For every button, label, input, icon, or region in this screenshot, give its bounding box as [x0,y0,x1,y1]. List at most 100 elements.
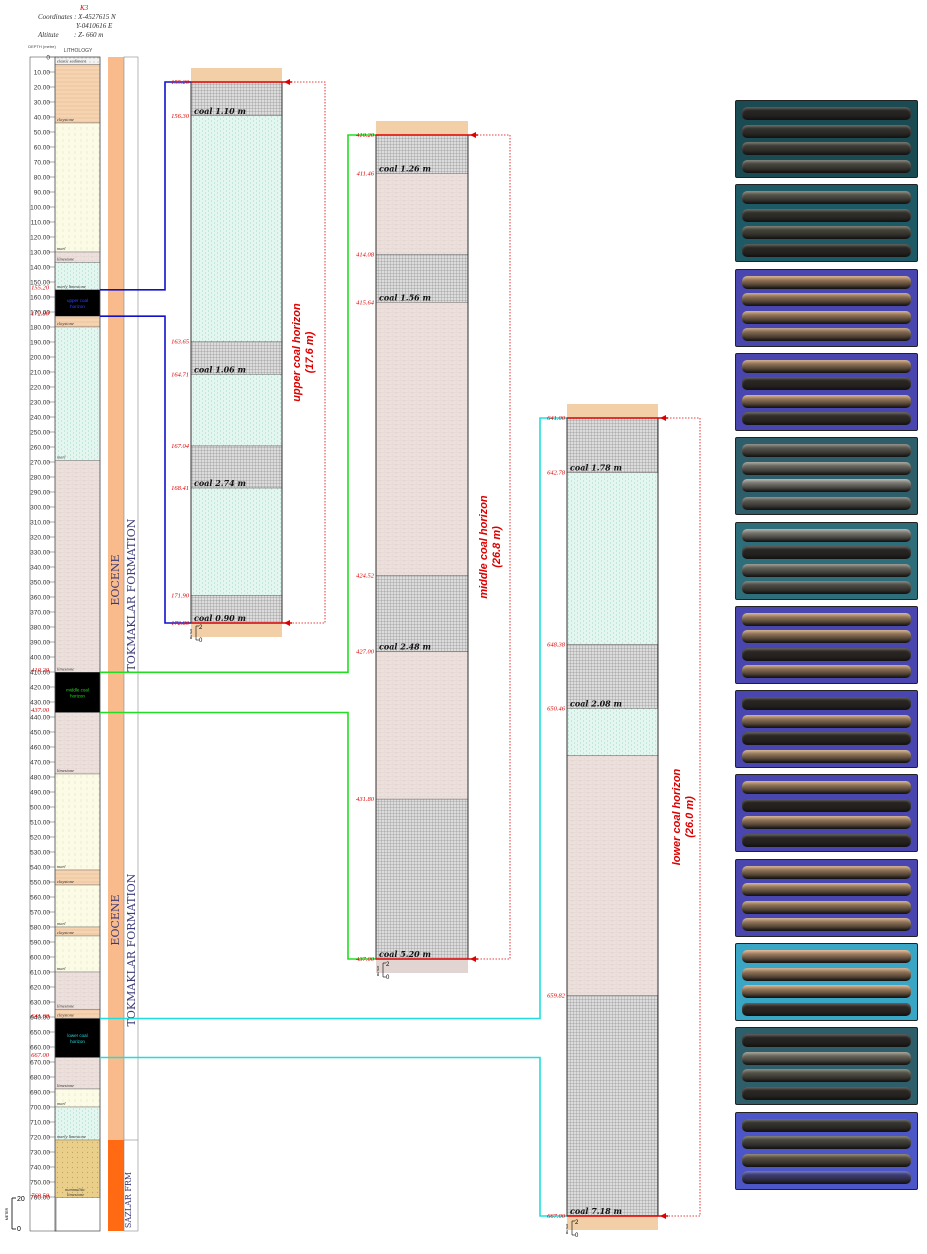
depth-tick-label: 10.00 [34,70,51,77]
coal-label: horizon [70,693,85,698]
lithology-label: marl [57,246,66,251]
detail-depth-label: 411.46 [357,171,375,178]
depth-tick-label: 360.00 [30,595,50,602]
scale-bar-unit: METER [5,1207,9,1220]
lithology-label: marl [57,455,66,460]
horizon-title: lower coal horizon [671,768,683,865]
detail-depth-label: 659.82 [547,993,566,1000]
detail-depth-label: 155.20 [171,79,190,86]
lithology-layer [54,712,101,775]
lithology-label: marl [57,966,66,971]
depth-tick-label: 310.00 [30,520,50,527]
boundary-depth-label: 410.20 [31,667,50,674]
scale-bar-top: 20 [17,1196,25,1203]
core-sample-row [742,359,911,373]
detail-depth-label: 642.78 [547,470,566,477]
lithology-layer [54,122,101,253]
detail-layer [375,575,469,652]
detail-layer [190,115,283,342]
core-sample-row [742,714,911,728]
detail-layer [566,417,659,473]
horizon-thickness: (17.6 m) [304,331,316,373]
depth-tick-label: 40.00 [34,115,51,122]
depth-tick-label: 680.00 [30,1075,50,1082]
core-sample-row [742,918,911,932]
core-photo [735,521,918,600]
detail-depth-label: 156.30 [171,113,190,120]
depth-tick-label: 250.00 [30,430,50,437]
depth-tick-label: 620.00 [30,985,50,992]
depth-header: DEPTH (metre) [28,44,56,49]
lithology-label: marly limestone [57,1134,86,1139]
detail-depth-label: 410.20 [356,132,375,139]
depth-tick-label: 280.00 [30,475,50,482]
lithology-layer [54,64,101,124]
arrow-head [470,956,476,962]
depth-tick-label: 20.00 [34,85,51,92]
lithology-label: limestone [57,666,74,671]
coal-thickness-label: coal 1.56 m [379,292,431,302]
depth-tick-label: 610.00 [30,970,50,977]
coordinates-east: Y-0410616 E [76,22,113,30]
scale-bar-bottom: 0 [17,1226,21,1233]
coal-thickness-label: coal 1.26 m [379,164,431,174]
core-sample-row [742,226,911,240]
horizon-connectors [100,81,567,1217]
lithology-label: marl [57,1101,66,1106]
detail-depth-label: 414.08 [356,251,375,258]
core-photo [735,1111,918,1190]
core-sample-row [742,1136,911,1150]
depth-tick-label: 60.00 [34,145,51,152]
depth-tick-label: 730.00 [30,1150,50,1157]
core-sample-row [742,833,911,847]
detail-layer [375,798,469,960]
core-sample-row [742,1118,911,1132]
connector-top [100,81,191,291]
depth-tick-label: 150.00 [30,280,50,287]
depth-tick-label: 420.00 [30,685,50,692]
detail-scale-top: 2 [199,625,203,631]
detail-layer [190,374,283,447]
eocene-label: EOCENE [109,894,122,945]
detail-layer [566,708,659,756]
coal-thickness-label: coal 0.90 m [194,613,246,623]
depth-tick-label: 550.00 [30,880,50,887]
core-sample-row [742,444,911,458]
lithology-frame [54,56,101,1232]
lithology-layer [54,1018,101,1058]
detail-cap-bottom [191,623,282,637]
depth-tick-label: 410.00 [30,670,50,677]
depth-tick-label: 330.00 [30,550,50,557]
coal-label: upper coal [67,298,88,303]
detail-cap-bottom [376,959,468,973]
detail-depth-label: 648.38 [547,642,566,649]
coal-thickness-label: coal 1.06 m [194,364,246,374]
coal-thickness-label: coal 7.18 m [570,1206,622,1216]
depth-tick-label: 390.00 [30,640,50,647]
lithology-label: marl [57,864,66,869]
depth-tick-label: 760.00 [30,1195,50,1202]
core-sample-row [742,900,911,914]
coordinates-north: Coordinates : X-4527615 N [38,13,116,21]
lithology-layer [54,289,101,317]
core-photo [735,268,918,347]
core-sample-row [742,1002,911,1016]
depth-tick-label: 460.00 [30,745,50,752]
core-sample-row [742,310,911,324]
core-sample-row [742,1069,911,1083]
sazlar-label: SAZLAR FRM [124,1172,133,1228]
core-sample-row [742,798,911,812]
depth-tick-label: 80.00 [34,175,51,182]
lithology-label: claystone [57,321,74,326]
lithology-layer [54,1139,101,1198]
coal-thickness-label: coal 2.48 m [379,642,431,652]
lithology-label: claystone [57,930,74,935]
detail-layer [375,173,469,255]
detail-depth-label: 172.80 [171,620,190,627]
coal-label: horizon [70,304,85,309]
detail-depth-label: 424.52 [356,572,375,579]
lithology-layer [54,460,101,673]
depth-tick-label: 90.00 [34,190,51,197]
depth-tick-label: 530.00 [30,850,50,857]
depth-tick-label: 170.00 [30,310,50,317]
